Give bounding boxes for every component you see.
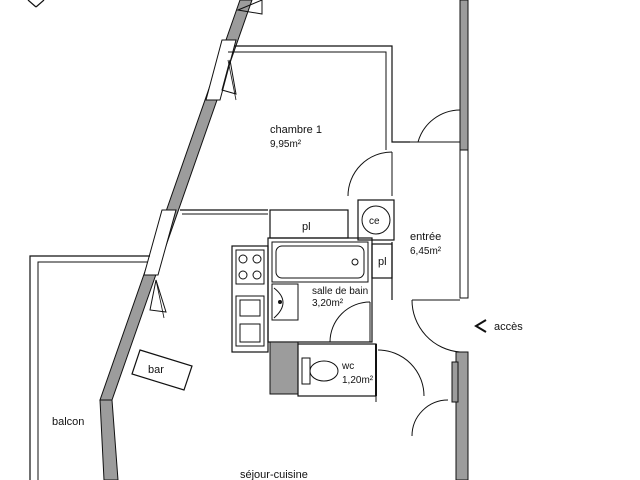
access-label: accès [494, 321, 523, 333]
wc-door [377, 349, 425, 397]
bathroom-door [329, 301, 371, 343]
main-entry-door [411, 299, 461, 353]
ce-label: ce [369, 216, 380, 227]
wc-walls [269, 341, 377, 397]
placard-1-label: pl [302, 221, 311, 233]
chambre-door [347, 151, 393, 197]
compass-icon [27, 0, 45, 8]
entree-area: 6,45m² [410, 246, 442, 257]
entree-door-top [410, 109, 461, 143]
window-marks [149, 0, 263, 313]
kitchen-units [231, 245, 269, 353]
salle-de-bain-label: salle de bain [312, 286, 368, 297]
diagonal-facade-wall [99, 0, 253, 480]
balcon-label: balcon [52, 416, 84, 428]
access-arrow-icon [474, 319, 487, 333]
bar-label: bar [148, 364, 164, 376]
sejour-label: séjour-cuisine [240, 469, 308, 480]
sejour-walls [375, 242, 449, 437]
bar-counter [131, 349, 193, 391]
chambre-walls [180, 45, 410, 215]
balcony-outline [29, 255, 150, 480]
toilet-icon [301, 357, 339, 385]
wc-area: 1,20m² [342, 375, 374, 386]
salle-de-bain-area: 3,20m² [312, 298, 344, 309]
watermark-logo: leboncoin [574, 455, 632, 469]
sink-icon [271, 283, 299, 321]
chambre-label: chambre 1 [270, 124, 322, 136]
placard-2-label: pl [378, 256, 387, 268]
entree-label: entrée [410, 231, 441, 243]
exterior-wall-right [451, 0, 469, 480]
water-heater [357, 199, 395, 241]
wc-label: wc [341, 361, 354, 372]
chambre-area: 9,95m² [270, 139, 302, 150]
